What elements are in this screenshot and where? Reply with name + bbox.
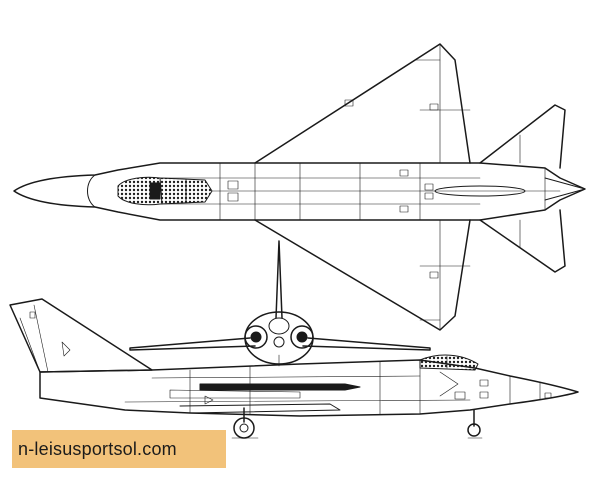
top-view [13,43,586,331]
top-view-canopy-frame [159,177,187,205]
front-view-fin [275,240,283,319]
top-view-ventral-pod [434,185,526,197]
side-view-tail-fin [9,298,153,373]
watermark-text: n-leisusportsol.com [18,438,177,459]
front-view [129,240,431,367]
top-view-cockpit-frame [149,182,161,200]
top-view-nose-cone [87,174,96,208]
top-view-canopy [117,176,213,206]
top-view-nozzle [544,177,586,201]
front-view-canopy [268,317,290,335]
side-view-nose-gear-wheel [467,423,481,437]
front-view-wing-right [302,337,431,351]
front-view-nose [273,336,285,348]
top-view-stabilizer-lower [479,209,566,273]
top-view-stabilizer-upper [479,104,566,169]
top-view-fuselage [13,162,586,221]
front-view-intake-left [244,325,268,349]
watermark-banner: n-leisusportsol.com [12,430,226,468]
front-view-intake-right [290,325,314,349]
side-view-wing-root [179,403,341,414]
top-view-wing-lower [254,219,471,331]
side-view [9,298,579,439]
side-view-ventral-pod [199,383,361,391]
top-view-wing-upper [254,43,471,164]
side-view-canopy [419,354,479,371]
front-view-wing-left [129,337,256,351]
